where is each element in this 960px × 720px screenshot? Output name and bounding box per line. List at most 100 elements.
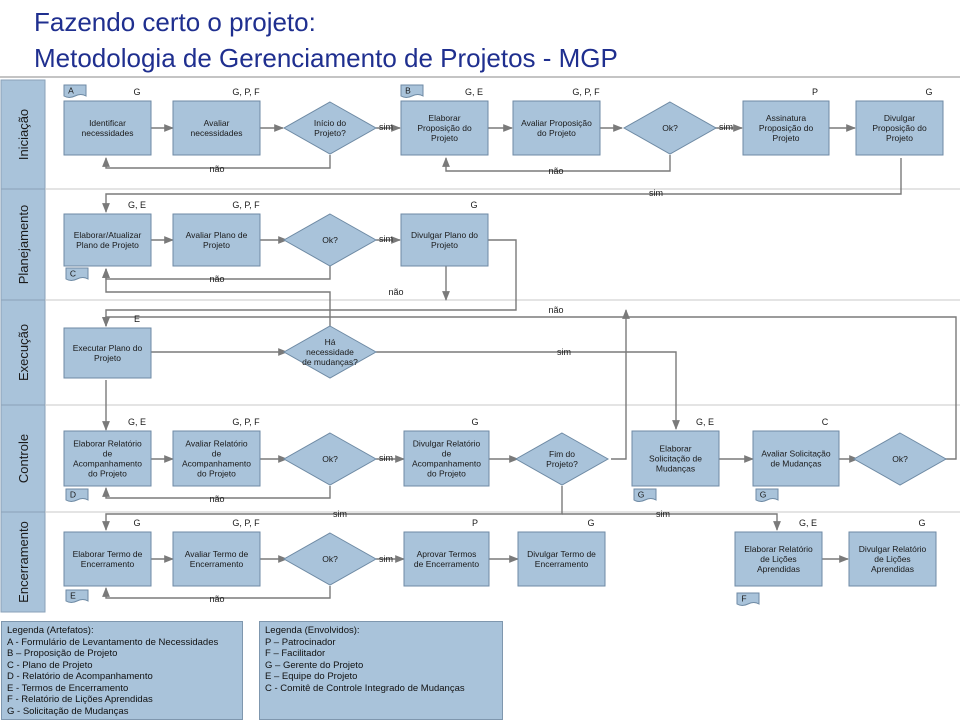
process-text: Projeto (886, 133, 913, 143)
responsible-role: G (133, 87, 140, 97)
lane-header (0, 511, 46, 613)
legend-artifact-item: D - Relatório de Acompanhamento (7, 671, 153, 682)
legend-artifact-item: A - Formulário de Levantamento de Necess… (7, 636, 219, 648)
process-text: Aprovar Termos (417, 549, 477, 559)
process-text: Elaborar Relatório (744, 544, 813, 554)
process-text: Executar Plano do (73, 343, 143, 353)
process-text: Proposição do (417, 123, 472, 133)
process-text: de Lições (874, 554, 910, 564)
process-text: Avaliar Plano de (186, 230, 248, 240)
responsible-role: P (472, 518, 478, 528)
edge-label-sim: sim (379, 234, 393, 244)
responsible-role: E (134, 314, 140, 324)
decision-text: Ok? (892, 454, 908, 464)
process-text: Divulgar (884, 113, 915, 123)
legend-involved-item: G – Gerente do Projeto (265, 659, 364, 671)
responsible-role: G, P, F (232, 87, 260, 97)
legend-involved-title: Legenda (Envolvidos): (265, 625, 360, 636)
connector-arrow (562, 513, 781, 531)
artifact-label: E (70, 591, 76, 601)
decision-diamond: Ok? (622, 101, 718, 155)
responsible-role: G (587, 518, 594, 528)
responsible-role: G, E (465, 87, 483, 97)
responsible-role: G (133, 518, 140, 528)
artifact-label: G (638, 490, 645, 500)
responsible-role: G (471, 417, 478, 427)
process-text: Mudanças (656, 463, 695, 473)
process-text: Projeto (773, 133, 800, 143)
legend-involved-item: C - Comitê de Controle Integrado de Muda… (265, 682, 465, 694)
connector-arrow (102, 239, 517, 327)
lane-title: Controle (16, 434, 31, 483)
lane-title: Iniciação (16, 109, 31, 160)
decision-text: Ok? (322, 235, 338, 245)
decision-text: Projeto? (546, 459, 578, 469)
process-text: de (442, 448, 452, 458)
process-text: necessidades (82, 128, 134, 138)
process-text: necessidades (191, 128, 243, 138)
legend-involved: Legenda (Envolvidos): P – Patrocinador F… (259, 621, 503, 720)
connector-arrow (102, 155, 331, 169)
edge-label-nao: não (209, 164, 224, 174)
process-text: Avaliar Solicitação (761, 448, 831, 458)
responsible-role: G, E (799, 518, 817, 528)
process-text: Elaborar Termo de (73, 549, 143, 559)
process-text: Elaborar/Atualizar (74, 230, 142, 240)
process-text: Plano de Projeto (76, 240, 139, 250)
legend-involved-item: E – Equipe do Projeto (265, 671, 358, 682)
edge-label-sim: sim (557, 347, 571, 357)
connector-arrow (102, 586, 331, 599)
process-text: Encerramento (190, 559, 244, 569)
decision-text: Ok? (322, 454, 338, 464)
connector-arrow (611, 309, 630, 460)
connector-arrow (102, 158, 902, 213)
process-text: Encerramento (81, 559, 135, 569)
process-text: Acompanhamento (412, 458, 481, 468)
responsible-role: G, P, F (572, 87, 600, 97)
decision-diamond: Ok? (852, 432, 948, 486)
legend-artifact-item: G - Solicitação de Mudanças (7, 705, 129, 717)
process-text: Projeto (431, 240, 458, 250)
responsible-role: C (822, 417, 829, 427)
process-text: Projeto (431, 133, 458, 143)
artifact-label: A (68, 86, 74, 96)
process-text: Encerramento (535, 559, 589, 569)
process-text: Elaborar (428, 113, 460, 123)
decision-text: Fim do (549, 449, 575, 459)
edge-label-nao: não (209, 274, 224, 284)
process-text: Solicitação de (649, 453, 702, 463)
legend-artifact-item: C - Plano de Projeto (7, 659, 93, 671)
decision-diamond: Ok? (282, 532, 378, 586)
connector-arrow (376, 351, 680, 430)
process-text: de Lições (760, 554, 796, 564)
responsible-role: G, E (128, 417, 146, 427)
decision-text: Início do (314, 118, 346, 128)
decision-text: de mudanças? (302, 357, 358, 367)
process-text: Elaborar (659, 443, 691, 453)
responsible-role: G, P, F (232, 518, 260, 528)
process-flow-diagram: IniciaçãoPlanejamentoExecuçãoControleEnc… (0, 76, 960, 613)
artifact-label: G (760, 490, 767, 500)
edge-label-sim: sim (379, 453, 393, 463)
decision-text: Ok? (322, 554, 338, 564)
connector-arrow (102, 486, 563, 531)
responsible-role: G (470, 200, 477, 210)
lane-title: Execução (16, 324, 31, 381)
artifact-document: F (736, 592, 760, 606)
lane-title: Planejamento (16, 205, 31, 285)
process-text: Acompanhamento (182, 458, 251, 468)
edge-label-sim: sim (379, 122, 393, 132)
process-text: Acompanhamento (73, 458, 142, 468)
